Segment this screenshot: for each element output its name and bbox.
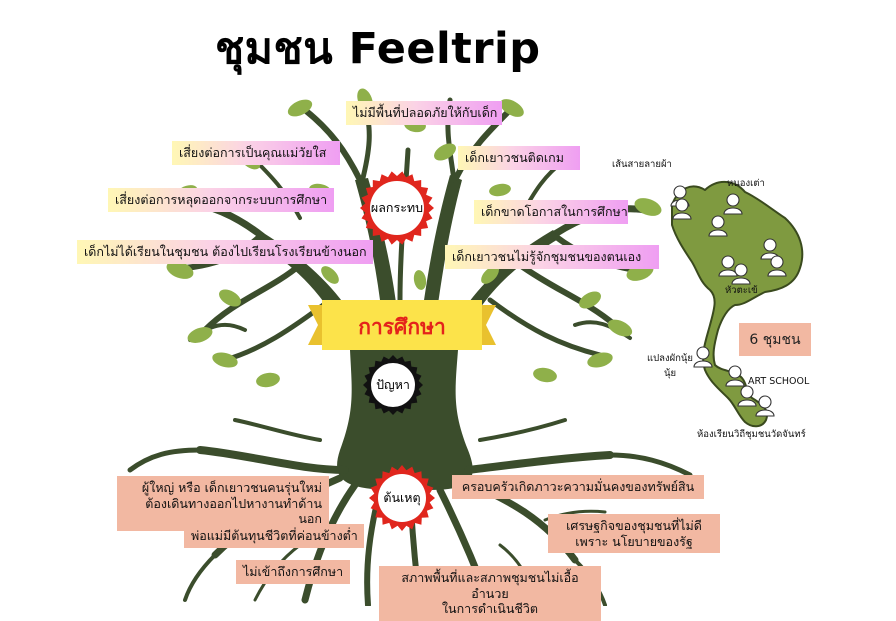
causes-badge: ต้นเหตุ bbox=[383, 490, 421, 505]
map-label-text: แปลงผักนุ้ย นุ้ย bbox=[647, 353, 693, 379]
map-label: หนองเต่า bbox=[727, 178, 765, 189]
cause-label: สภาพพื้นที่และสภาพชุมชนไม่เอื้ออำนวย ในก… bbox=[379, 566, 601, 621]
cause-label: ครอบครัวเกิดภาวะความมั่นคงของทรัพย์สิน bbox=[452, 475, 704, 499]
page-title: ชุมชน Feeltrip bbox=[215, 24, 541, 74]
map-label: แปลงผักนุ้ย นุ้ย bbox=[647, 351, 693, 381]
cause-label: เศรษฐกิจของชุมชนที่ไม่ดี เพราะ นโยบายของ… bbox=[548, 514, 720, 554]
map-label: เส้นสายลายผ้า bbox=[612, 159, 672, 170]
effect-label: เด็กเยาวชนไม่รู้จักชุมชนของตนเอง bbox=[445, 245, 659, 269]
effect-label: ไม่มีพื้นที่ปลอดภัยให้กับเด็ก bbox=[346, 101, 502, 125]
effect-label: เสี่ยงต่อการหลุดออกจากระบบการศึกษา bbox=[108, 188, 334, 212]
banner-shape bbox=[308, 300, 496, 350]
map-label: ห้องเรียนวิถีชุมชนวัดจันทร์ bbox=[697, 429, 806, 440]
effect-label: เด็กไม่ได้เรียนในชุมชน ต้องไปเรียนโรงเรี… bbox=[77, 240, 373, 264]
cause-label: ผู้ใหญ่ หรือ เด็กเยาวชนคนรุ่นใหม่ ต้องเด… bbox=[117, 476, 329, 531]
burst-causes bbox=[369, 465, 435, 531]
effect-label: เด็กเยาวชนติดเกม bbox=[458, 146, 580, 170]
map-label: ART SCHOOL bbox=[748, 376, 810, 387]
cause-label: ไม่เข้าถึงการศึกษา bbox=[236, 560, 350, 584]
burst-effects bbox=[360, 171, 434, 245]
community-count: 6 ชุมชน bbox=[739, 323, 811, 356]
cause-label: พ่อแม่มีต้นทุนชีวิตที่ค่อนข้างต่ำ bbox=[184, 524, 364, 548]
effect-label: เด็กขาดโอกาสในการศึกษา bbox=[474, 200, 628, 224]
problem-badge: ปัญหา bbox=[376, 377, 410, 392]
cause-text: เศรษฐกิจของชุมชนที่ไม่ดี เพราะ นโยบายของ… bbox=[566, 518, 702, 549]
center-banner: การศึกษา bbox=[318, 302, 486, 352]
poster: ชุมชน Feeltrip ผลกระทบ ปัญหา ต้นเหตุ การ… bbox=[77, 24, 811, 621]
center-banner-text: การศึกษา bbox=[358, 314, 446, 339]
effect-label: เสี่ยงต่อการเป็นคุณแม่วัยใส bbox=[172, 141, 340, 165]
cause-text: สภาพพื้นที่และสภาพชุมชนไม่เอื้ออำนวย ในก… bbox=[401, 570, 579, 617]
cause-text: ผู้ใหญ่ หรือ เด็กเยาวชนคนรุ่นใหม่ ต้องเด… bbox=[141, 480, 322, 527]
burst-problem bbox=[363, 355, 423, 415]
map-label: หัวตะเข้ bbox=[725, 285, 758, 296]
effects-badge: ผลกระทบ bbox=[370, 200, 424, 215]
